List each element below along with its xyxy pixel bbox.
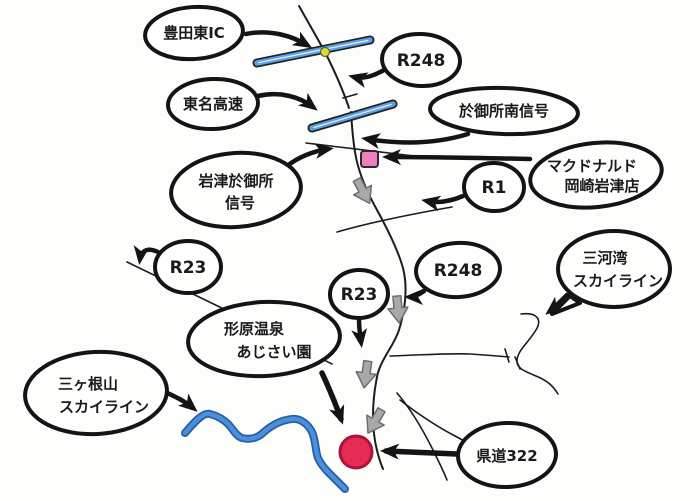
road-tick-1 [504, 348, 510, 363]
interchange-dot-icon [319, 46, 331, 58]
bubble-tomei-expressway: 東名高速 [166, 76, 260, 132]
arrow-toyota-ic [243, 30, 313, 49]
bubble-label: R23 [341, 285, 378, 305]
route-arrow-gray-4 [366, 406, 386, 434]
arrow-r23-west [133, 245, 161, 265]
bubble-label: R1 [482, 178, 507, 198]
bubble-label-line1: 三河湾 [582, 249, 627, 267]
bubble-r248-south: R248 [414, 240, 502, 300]
road-r1 [336, 206, 453, 233]
mcdonalds-marker-icon [360, 150, 379, 168]
bubble-label-line1: 三ヶ根山 [58, 375, 118, 393]
route-arrow-gray-1 [352, 176, 373, 205]
bubble-label-line1: マクドナルド [547, 157, 637, 175]
arrow-r248-north [348, 67, 387, 88]
bubble-label: 東名高速 [183, 95, 243, 113]
route-arrow-gray-2 [387, 294, 409, 324]
route-arrow-gray-3 [355, 359, 377, 389]
bubble-label-line2: 信号 [225, 194, 255, 212]
arrow-tomei [255, 91, 318, 111]
road-tick-2 [514, 356, 521, 370]
bubble-katahara-onsen-ajisaien: 形原温泉 あじさい園 [186, 299, 342, 379]
arrow-mcdonalds [382, 149, 533, 166]
arrow-kendo322 [380, 443, 460, 460]
arrow-mikawa-skyline [545, 292, 570, 315]
arrow-r248-south [404, 288, 427, 305]
expressway-tomei-segment-north [252, 35, 375, 68]
road-lower-horizontal [389, 352, 510, 358]
bubble-r248-north: R248 [380, 31, 462, 89]
bubble-label: R248 [397, 51, 446, 71]
arrow-katahara [319, 370, 345, 425]
bubble-label: R23 [170, 258, 207, 278]
road-branch-southeast [396, 392, 448, 481]
arrow-ogosho-minami [361, 131, 471, 149]
arrow-iwazu-signal [284, 143, 334, 169]
bubble-label: 於御所南信号 [459, 102, 549, 120]
bubble-label: 県道322 [476, 447, 537, 465]
road-skyline-curvy [516, 312, 559, 395]
bubble-sanganesan-skyline: 三ヶ根山 スカイライン [23, 349, 169, 437]
bubble-r1: R1 [462, 160, 526, 214]
bubble-label-line2: スカイライン [59, 398, 149, 416]
bubble-ogosho-minami-signal: 於御所南信号 [428, 85, 580, 137]
bubble-label-line2: あじさい園 [236, 343, 311, 361]
bubble-r23-west: R23 [153, 239, 223, 295]
arrow-r1 [421, 193, 466, 212]
expressway-tomei-segment-south [307, 99, 398, 133]
river [181, 409, 349, 493]
bubble-toyota-higashi-ic: 豊田東IC [143, 4, 245, 62]
bubble-label-line1: 形原温泉 [224, 320, 285, 338]
bubble-iwazu-ogosho-signal: 岩津於御所 信号 [169, 150, 303, 230]
bubble-r23-center: R23 [328, 267, 390, 321]
road-tick-top [342, 93, 358, 99]
bubble-kendo-322: 県道322 [456, 420, 558, 490]
destination-dot-icon [338, 434, 374, 470]
arrow-r23-center [351, 316, 368, 348]
bubble-label-line2: 岡崎岩津店 [564, 177, 639, 195]
bubble-mikawa-bay-skyline: 三河湾 スカイライン [550, 229, 672, 316]
bubble-label-line2: スカイライン [573, 272, 663, 290]
bubble-label-line1: 岩津於御所 [197, 172, 273, 190]
bubble-label: R248 [434, 261, 483, 281]
bubble-label: 豊田東IC [163, 24, 225, 42]
bubble-mcdonalds-okazaki-iwazu: マクドナルド 岡崎岩津店 [528, 140, 664, 210]
